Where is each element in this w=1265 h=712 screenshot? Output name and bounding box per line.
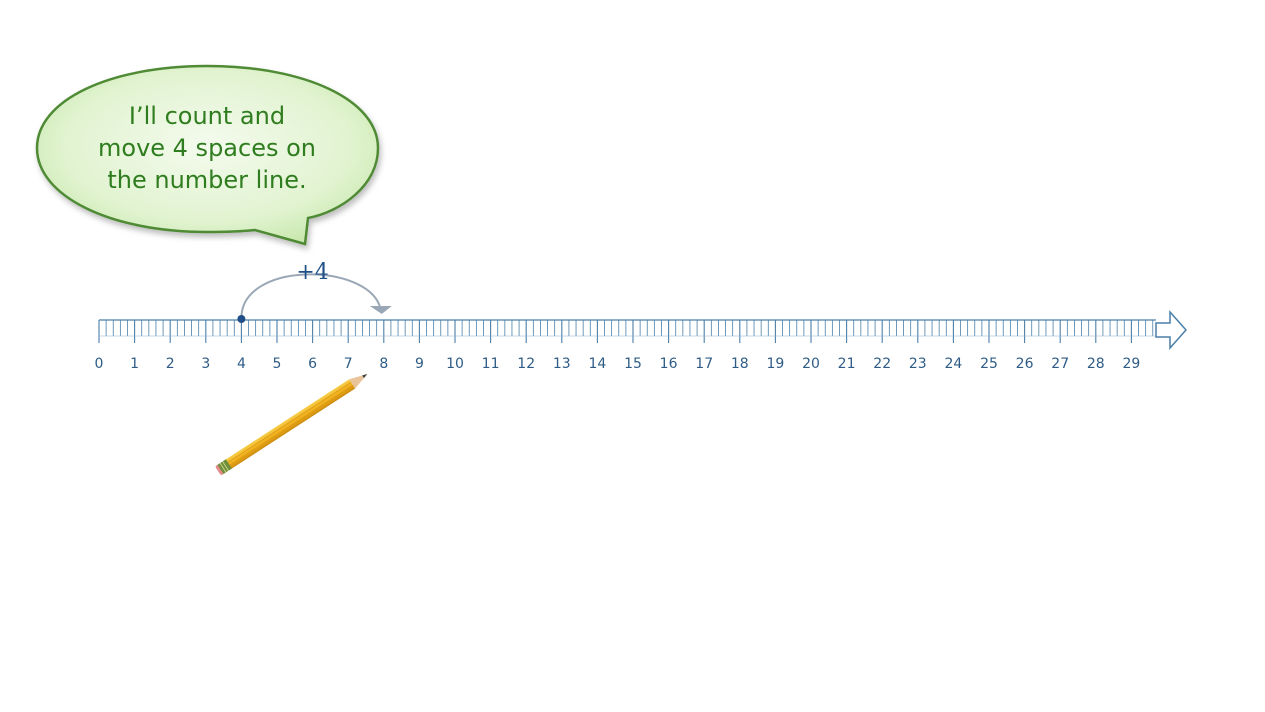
tick-label: 17 [695, 356, 713, 372]
tick-label: 16 [660, 356, 678, 372]
speech-bubble-line-2: move 4 spaces on [98, 134, 316, 162]
speech-bubble-line-3: the number line. [107, 166, 306, 194]
tick-label: 3 [201, 356, 210, 372]
tick-label: 4 [237, 356, 246, 372]
tick-label: 14 [588, 356, 606, 372]
tick-label: 13 [553, 356, 571, 372]
jump-arc [240, 273, 381, 319]
tick-label: 28 [1087, 356, 1105, 372]
jump-label: +4 [296, 260, 328, 285]
tick-label: 21 [838, 356, 856, 372]
tick-label: 22 [873, 356, 891, 372]
tick-label: 20 [802, 356, 820, 372]
tick-label: 10 [446, 356, 464, 372]
speech-bubble-line-1: I’ll count and [129, 102, 285, 130]
jump-start-point [237, 315, 246, 323]
tick-label: 15 [624, 356, 642, 372]
tick-label: 1 [130, 356, 139, 372]
tick-label: 18 [731, 356, 749, 372]
number-line-arrow [1155, 310, 1188, 350]
tick-label: 27 [1051, 356, 1069, 372]
tick-label: 9 [415, 356, 424, 372]
tick-label: 19 [766, 356, 784, 372]
tick-label: 8 [379, 356, 388, 372]
tick-label: 12 [517, 356, 535, 372]
number-line-ticks [98, 320, 1156, 343]
tick-label: 0 [95, 356, 104, 372]
tick-label: 24 [944, 356, 962, 372]
speech-bubble [35, 64, 380, 246]
tick-label: 2 [166, 356, 175, 372]
tick-label: 29 [1122, 356, 1140, 372]
speech-bubble-shape [35, 64, 380, 246]
tick-label: 5 [273, 356, 282, 372]
tick-label: 26 [1016, 356, 1034, 372]
tick-label: 23 [909, 356, 927, 372]
tick-label: 11 [482, 356, 500, 372]
tick-label: 6 [308, 356, 317, 372]
tick-label: 25 [980, 356, 998, 372]
pencil-icon [215, 374, 368, 475]
jump-arrowhead [369, 306, 392, 314]
tick-label: 7 [344, 356, 353, 372]
